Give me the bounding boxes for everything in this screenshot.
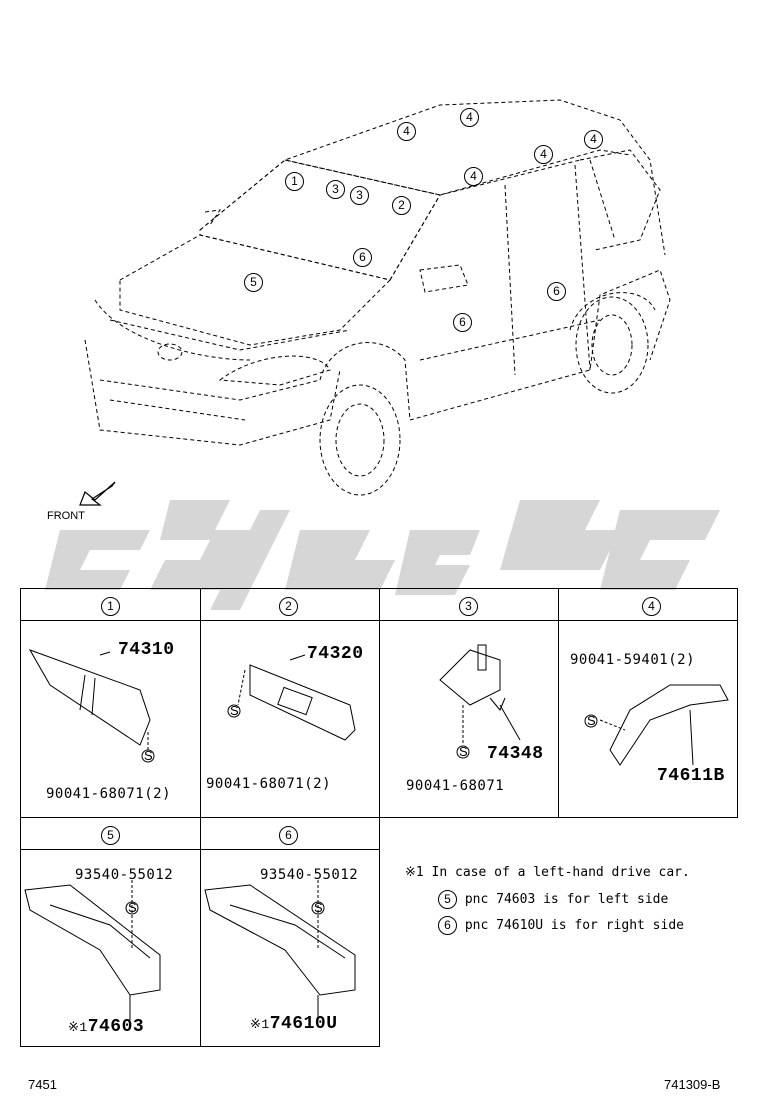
callout-roof-4a: 4: [397, 120, 416, 141]
fastener-4: 90041-59401(2): [570, 652, 696, 668]
fastener-1: 90041-68071(2): [46, 786, 172, 802]
table-header-4: 4: [642, 595, 661, 616]
screw-symbol-1: S: [144, 748, 153, 763]
callout-hook-3a: 3: [326, 178, 345, 199]
screw-symbol-5: S: [128, 900, 137, 915]
callout-armrest-6a: 6: [353, 246, 372, 267]
part-number-74348: 74348: [487, 744, 544, 764]
table-header-6: 6: [279, 824, 298, 845]
note-heading: ※1 In case of a left-hand drive car.: [405, 865, 690, 880]
car-illustration: [79, 99, 671, 506]
table-header-5: 5: [101, 824, 120, 845]
callout-visor-2: 2: [392, 194, 411, 215]
note-marker-5: ※1: [68, 1020, 88, 1035]
parts-table: [20, 588, 738, 1047]
note-line-2: 6 pnc 74610U is for right side: [438, 916, 684, 935]
part-number-74610u: ※174610U: [250, 1014, 338, 1034]
footer-code-right: 741309-B: [664, 1077, 721, 1092]
screw-symbol-4: S: [587, 713, 596, 728]
callout-roof-4d: 4: [534, 143, 553, 164]
callout-hook-3b: 3: [350, 184, 369, 205]
fastener-3: 90041-68071: [406, 778, 505, 794]
callout-roof-4b: 4: [460, 106, 479, 127]
callout-roof-4c: 4: [584, 128, 603, 149]
part-number-74603: ※174603: [68, 1017, 145, 1037]
screw-symbol-6: S: [314, 900, 323, 915]
part-number-74320: 74320: [307, 644, 364, 664]
callout-armrest-6c: 6: [453, 311, 472, 332]
part-number-74310: 74310: [118, 640, 175, 660]
fastener-2: 90041-68071(2): [206, 776, 332, 792]
callout-armrest-5: 5: [244, 271, 263, 292]
watermark-logo: [45, 500, 720, 610]
footer-code-left: 7451: [28, 1077, 57, 1092]
note-line-1: 5 pnc 74603 is for left side: [438, 890, 668, 909]
part-number-74611b: 74611B: [657, 766, 725, 786]
fastener-5: 93540-55012: [75, 867, 174, 883]
front-label: FRONT: [47, 510, 85, 522]
note-marker-6: ※1: [250, 1017, 270, 1032]
fastener-6: 93540-55012: [260, 867, 359, 883]
screw-symbol-2: S: [230, 703, 239, 718]
table-header-3: 3: [459, 595, 478, 616]
table-header-1: 1: [101, 595, 120, 616]
callout-armrest-6b: 6: [547, 280, 566, 301]
callout-roof-4e: 4: [464, 165, 483, 186]
callout-visor-1: 1: [285, 170, 304, 191]
table-header-2: 2: [279, 595, 298, 616]
screw-symbol-3: S: [459, 744, 468, 759]
